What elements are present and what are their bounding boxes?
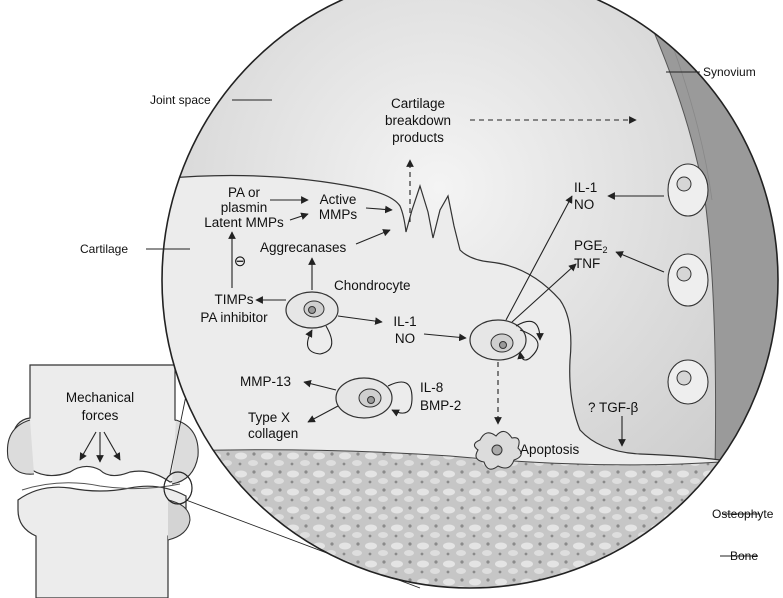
pa-plasmin-label-2: plasmin [221,200,268,215]
chondrocyte-label: Chondrocyte [334,278,411,293]
pa-inhibitor-label: PA inhibitor [200,310,268,325]
il1-center-label: IL-1 [393,314,416,329]
breakdown-products-label-2: breakdown [385,113,451,128]
tnf-label: TNF [574,256,600,271]
left-condyle [6,419,35,475]
bone-region [162,449,778,588]
pge2-label: PGE2 [574,238,608,255]
inhibit-sign: ⊖ [234,253,247,270]
cartilage-label: Cartilage [80,242,128,256]
arrows [228,116,665,447]
il8-label: IL-8 [420,380,443,395]
bone-label: Bone [730,549,758,563]
breakdown-products-label-3: products [392,130,444,145]
type-x-label-2: collagen [248,426,298,441]
joint-space-label: Joint space [150,93,211,107]
tgf-beta-label: ? TGF-β [588,400,639,415]
mechanical-forces-label-2: forces [82,408,119,423]
mmp13-label: MMP-13 [240,374,291,389]
no-right-label: NO [574,197,594,212]
breakdown-products-label-1: Cartilage [391,96,445,111]
magnified-region-marker [163,471,193,505]
il1-right-label: IL-1 [574,180,597,195]
synovium-label: Synovium [703,65,756,79]
chondrocyte-lower [335,377,393,419]
apoptosis-label: Apoptosis [520,442,580,457]
synovial-cells [667,163,709,405]
right-condyle [171,419,199,485]
timps-label: TIMPs [215,292,254,307]
leader-lines [146,71,760,557]
cartilage-region [162,174,721,471]
type-x-label-1: Type X [248,410,290,425]
active-mmps-label-2: MMPs [319,207,357,222]
chondrocyte-upper [285,291,339,329]
aggrecanases-label: Aggrecanases [260,240,347,255]
pa-plasmin-label-1: PA or [228,185,261,200]
tibia-side [167,499,191,541]
apoptotic-cell [473,430,522,470]
bmp2-label: BMP-2 [420,398,461,413]
mechanical-forces-label-1: Mechanical [66,390,134,405]
chondrocyte-middle [469,319,527,361]
femur-shape [11,364,197,483]
no-center-label: NO [395,331,415,346]
knee-illustration: Mechanical forces [6,364,199,598]
osteophyte-label: Osteophyte [712,507,774,521]
tibia-shape [17,485,187,598]
latent-mmps-label: Latent MMPs [204,215,284,230]
active-mmps-label-1: Active [320,192,357,207]
